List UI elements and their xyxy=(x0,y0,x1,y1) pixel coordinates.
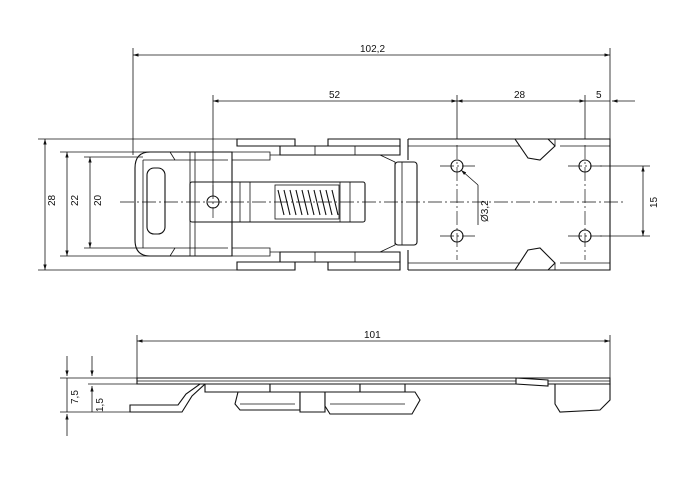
catch-bottom xyxy=(513,247,556,271)
dim-plate-thickness: 1,5 xyxy=(95,398,106,412)
dim-side-length: 101 xyxy=(364,330,381,341)
dim-overall-length: 102,2 xyxy=(360,44,385,55)
dim-hole-spacing: 15 xyxy=(649,196,660,208)
dim-height-outer: 28 xyxy=(47,194,58,206)
side-hook xyxy=(554,383,611,413)
lever-slot xyxy=(146,167,166,235)
dim-height-inner: 20 xyxy=(93,194,104,206)
dim-end-offset: 5 xyxy=(596,90,602,101)
side-lever-arm xyxy=(129,383,207,413)
dim-hook-offset: 28 xyxy=(514,90,526,101)
catch-top xyxy=(513,138,556,161)
dim-pivot-spacing: 52 xyxy=(329,90,341,101)
spring xyxy=(274,184,340,220)
lever-frame xyxy=(134,151,233,257)
dim-side-height: 7,5 xyxy=(70,390,81,404)
top-view: 102,2 52 28 5 28 22 20 15 xyxy=(38,44,660,271)
clip-block xyxy=(394,161,418,246)
dim-height-mid: 22 xyxy=(70,194,81,206)
side-view: 101 7,5 1,5 xyxy=(60,330,611,436)
base-plate-outline xyxy=(407,138,611,271)
dim-hole-diameter: Ø3,2 xyxy=(480,200,491,222)
